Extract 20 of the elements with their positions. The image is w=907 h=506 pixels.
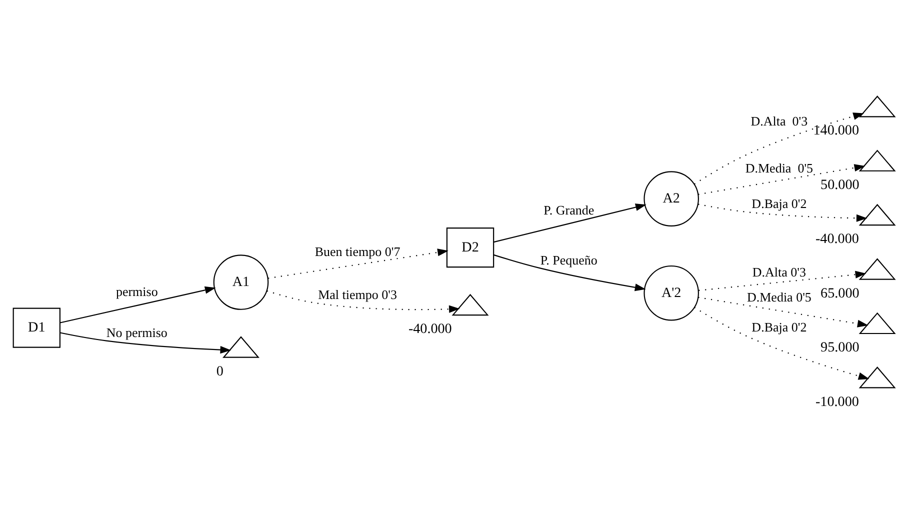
- node-label: 140.000: [812, 122, 859, 139]
- edge-label: P. Pequeño: [540, 252, 597, 268]
- edge-label: D.Baja 0'2: [751, 320, 806, 335]
- node-label: -40.000: [815, 231, 858, 248]
- edge-label: Buen tiempo 0'7: [314, 244, 400, 259]
- edge-label: D.Alta 0'3: [752, 264, 806, 280]
- node-label: 95.000: [820, 340, 859, 356]
- node-label: 65.000: [820, 285, 859, 302]
- node-label: -10.000: [815, 394, 858, 410]
- edge-label: Mal tiempo 0'3: [318, 287, 396, 302]
- edge-label: P. Grande: [543, 202, 594, 218]
- node-label: 50.000: [820, 176, 859, 193]
- edge-label: D.Alta 0'3: [750, 114, 808, 129]
- node-label: -40.000: [408, 321, 452, 338]
- edge-label: No permiso: [106, 325, 167, 340]
- node-label: 0: [216, 363, 223, 380]
- edge-label: permiso: [115, 284, 158, 299]
- edge-label: D.Baja 0'2: [751, 196, 806, 212]
- edge-label: D.Media 0'5: [746, 289, 811, 304]
- edge-label: D.Media 0'5: [744, 160, 813, 176]
